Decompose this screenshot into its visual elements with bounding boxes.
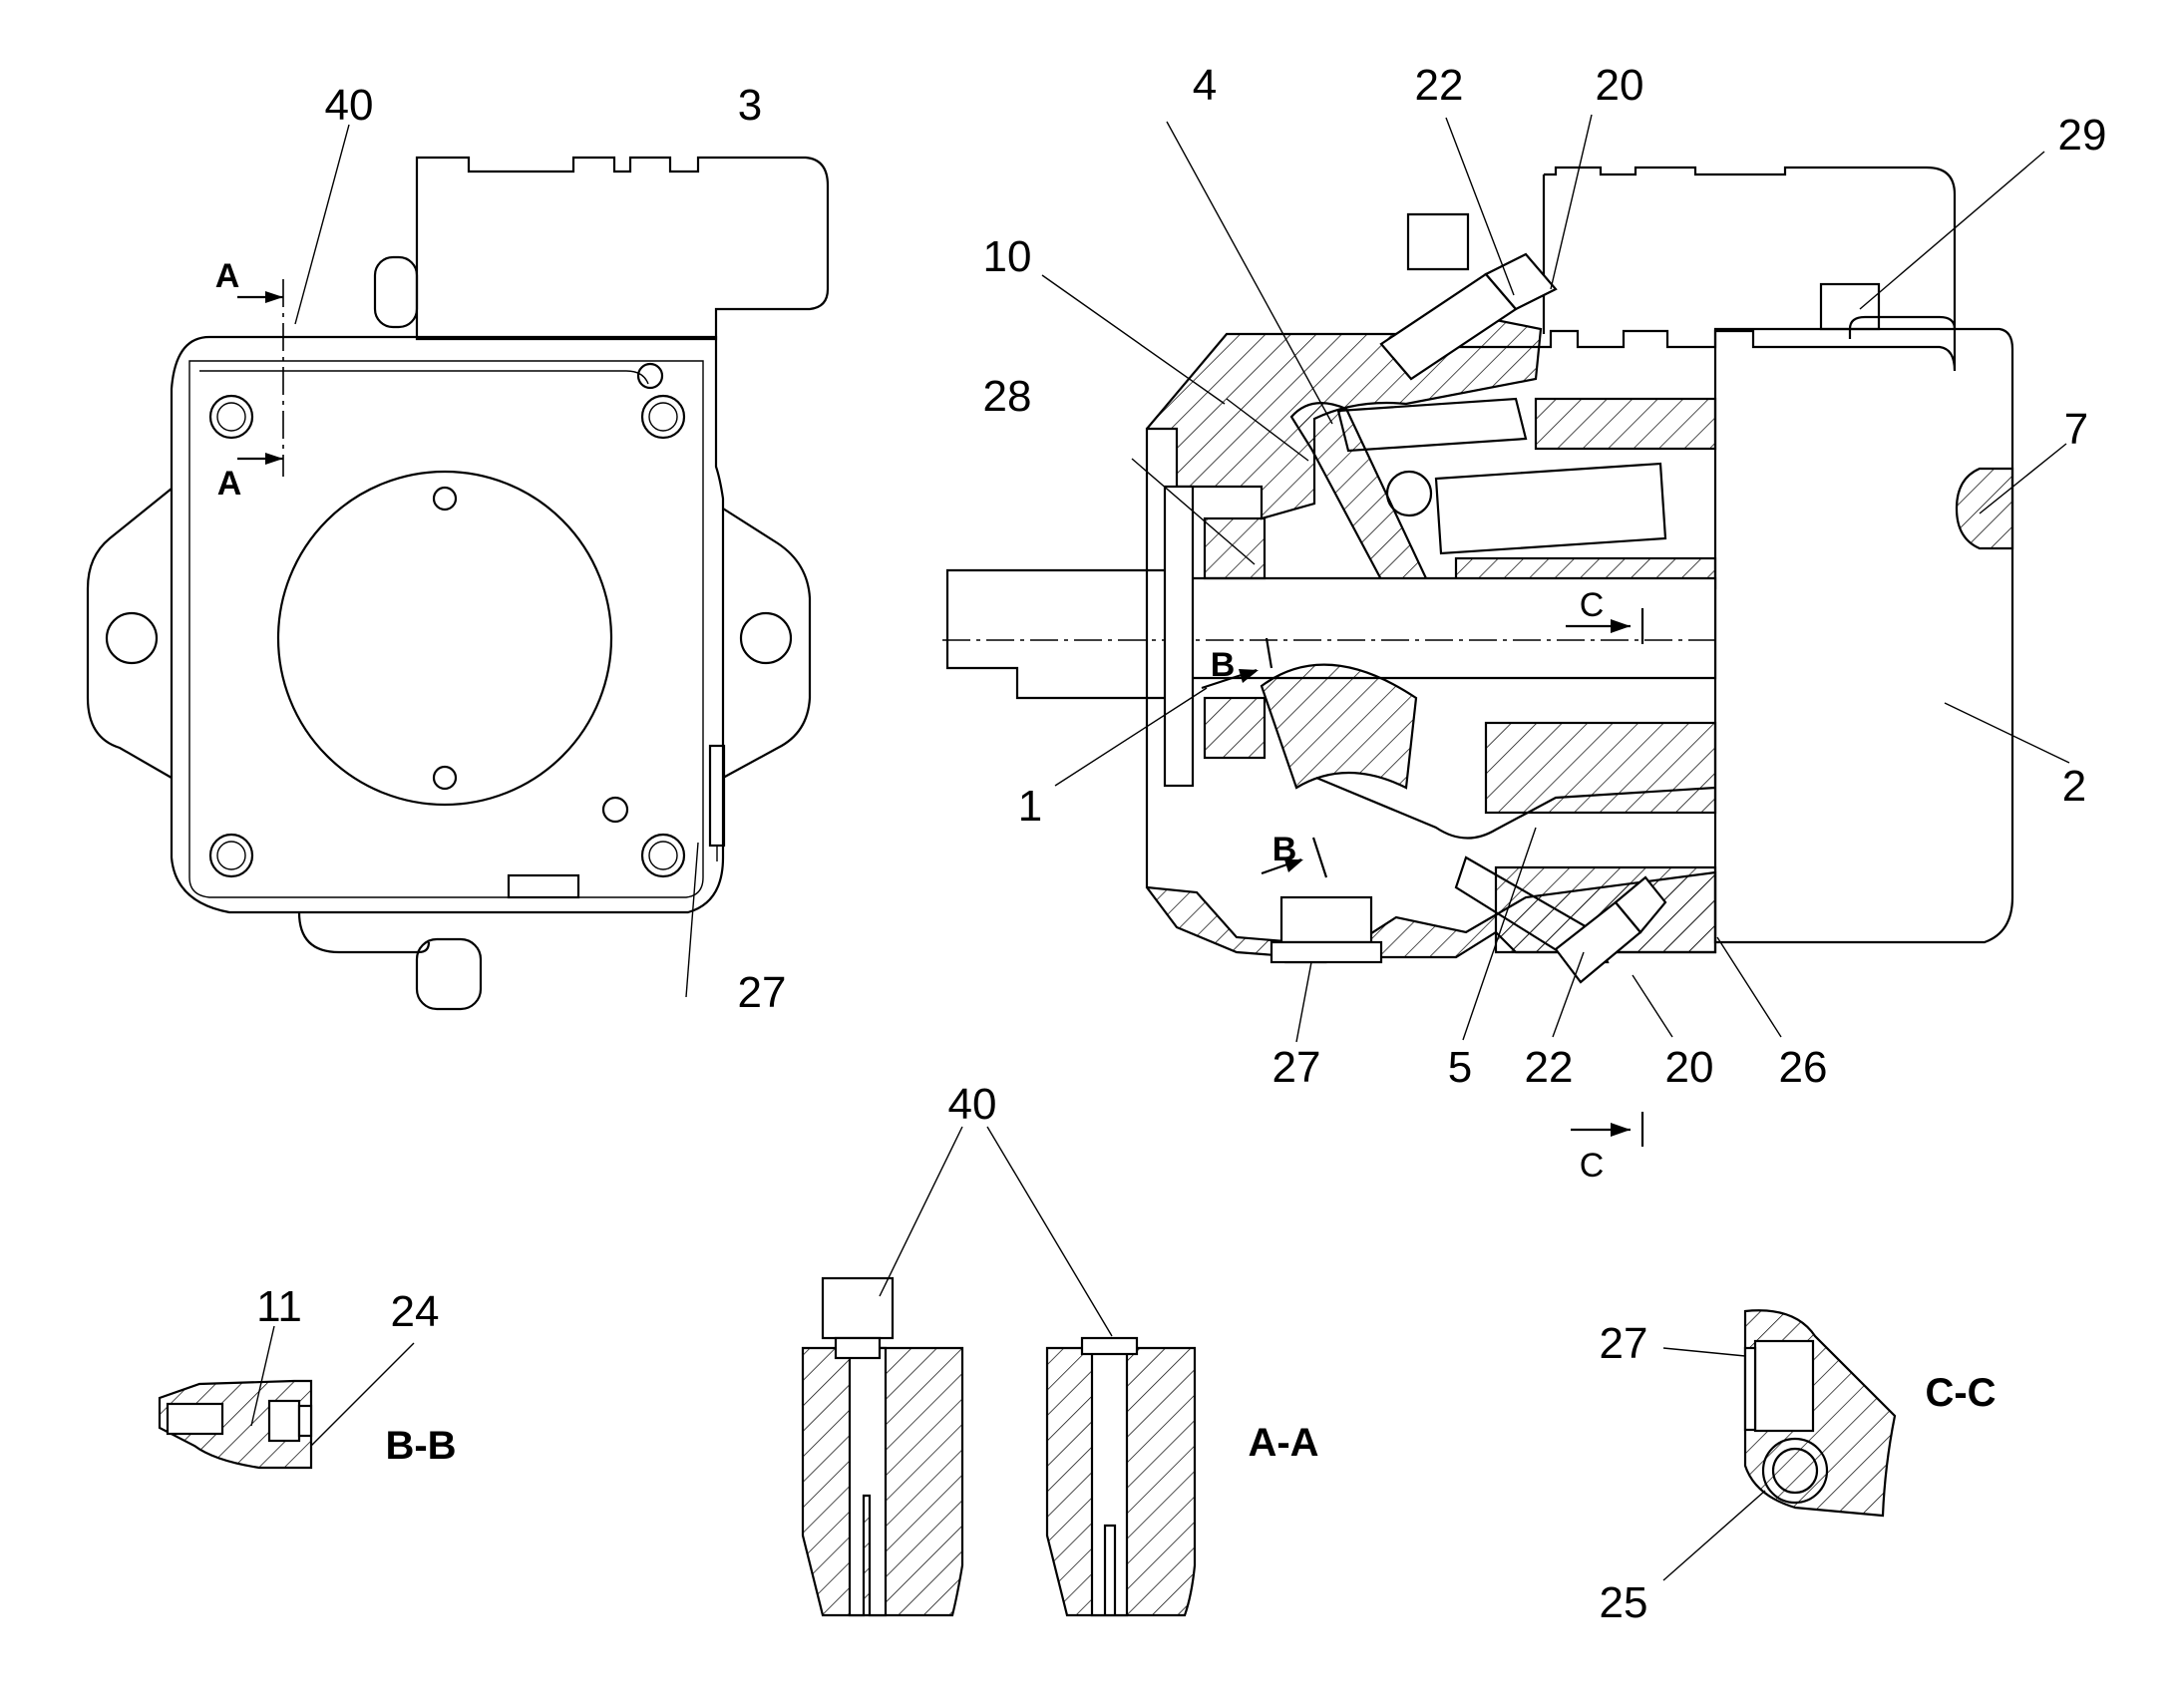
section-arrow-c-upper: C <box>1580 586 1605 624</box>
callout-40-top: 40 <box>325 81 374 130</box>
section-bb-detail <box>158 1325 415 1470</box>
section-arrow-a-lower: A <box>217 465 242 503</box>
callout-27-cc: 27 <box>1600 1319 1648 1368</box>
callout-24: 24 <box>391 1287 440 1336</box>
callout-26: 26 <box>1779 1043 1828 1092</box>
callout-28: 28 <box>983 372 1032 421</box>
section-aa-detail <box>801 1126 1197 1617</box>
section-arrow-a-upper: A <box>215 257 240 295</box>
section-side-view <box>942 114 2070 1147</box>
callout-20-bottom: 20 <box>1665 1043 1714 1092</box>
callout-11: 11 <box>256 1282 302 1331</box>
callout-10: 10 <box>983 232 1032 281</box>
section-arrow-b-lower: B <box>1272 831 1297 868</box>
section-arrow-c-lower: C <box>1580 1147 1605 1185</box>
callout-25: 25 <box>1600 1578 1648 1627</box>
callout-5: 5 <box>1448 1043 1472 1092</box>
callout-29: 29 <box>2058 111 2107 160</box>
callout-40-bottom: 40 <box>948 1080 997 1129</box>
callout-22-top: 22 <box>1415 61 1464 110</box>
callout-1: 1 <box>1018 782 1042 831</box>
callout-20-top: 20 <box>1596 61 1644 110</box>
callout-27-mid: 27 <box>1272 1043 1321 1092</box>
section-title-aa: A-A <box>1248 1421 1318 1465</box>
callout-2: 2 <box>2062 762 2086 811</box>
callout-27-left: 27 <box>738 968 787 1017</box>
front-view <box>86 124 830 1011</box>
callout-7: 7 <box>2064 405 2088 454</box>
section-title-bb: B-B <box>385 1424 456 1468</box>
callout-22-bottom: 22 <box>1525 1043 1574 1092</box>
callout-3: 3 <box>738 81 762 130</box>
section-cc-detail <box>1662 1309 1897 1581</box>
callout-4: 4 <box>1193 61 1217 110</box>
section-title-cc: C-C <box>1925 1371 1996 1415</box>
section-arrow-b-upper: B <box>1211 646 1236 684</box>
